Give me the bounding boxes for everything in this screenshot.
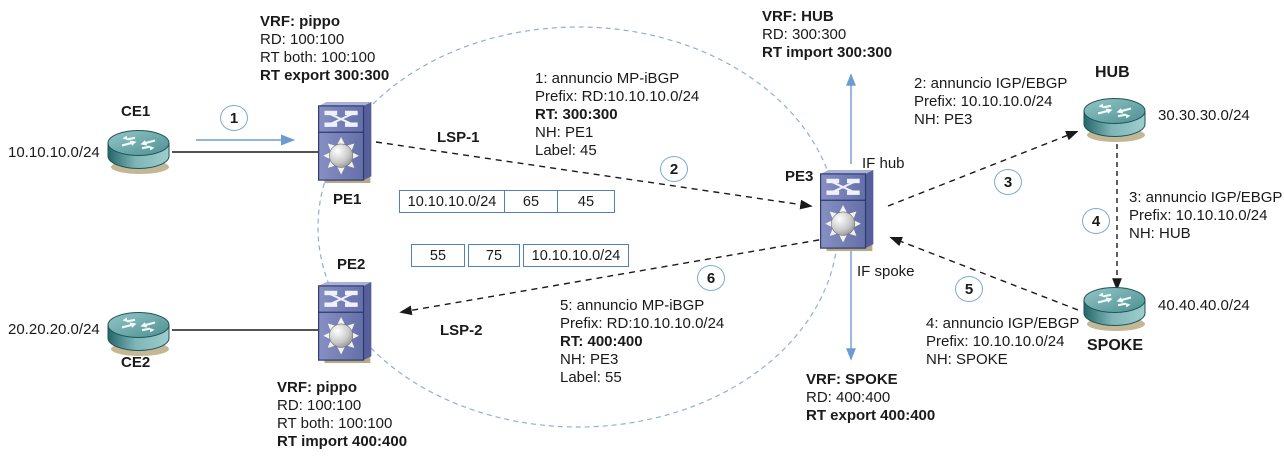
step-circle-4: 4 [1082, 208, 1110, 234]
a5-rt: RT: 400:400 [560, 333, 643, 350]
announcement-4: 4: annuncio IGP/EBGP Prefix: 10.10.10.0/… [926, 315, 1079, 369]
pe2-switch-icon [314, 281, 374, 365]
arrow-pe3-hub [887, 130, 1079, 207]
ce2-router-icon [104, 309, 172, 357]
pe3-label: PE3 [785, 168, 814, 185]
step-circle-6: 6 [697, 265, 725, 291]
vrf-hub-rd: RD: 300:300 [762, 26, 847, 43]
vrf-pe2-title: VRF: pippo [277, 379, 357, 396]
ce1-subnet-label: 10.10.10.0/24 [8, 144, 100, 161]
hub-label: HUB [1095, 64, 1130, 81]
pe3-if-spoke-label: IF spoke [857, 263, 915, 280]
stack1-vpn-label-cell: 45 [557, 190, 615, 213]
a5-label: Label: 55 [560, 369, 622, 386]
pe1-switch-icon [314, 101, 374, 185]
arrow-spoke-pe3 [889, 236, 1079, 311]
vrf-block-pe1: VRF: pippo RD: 100:100 RT both: 100:100 … [260, 13, 389, 85]
a3-nh: NH: HUB [1129, 225, 1191, 242]
hub-router-icon [1080, 95, 1148, 143]
a1-prefix: Prefix: RD:10.10.10.0/24 [535, 88, 700, 105]
label-stack-lsp2: 55 75 10.10.10.0/24 [411, 244, 629, 267]
label-stack-lsp1: 10.10.10.0/24 65 45 [399, 190, 615, 213]
a2-nh: NH: PE3 [914, 111, 973, 128]
vrf-block-hub: VRF: HUB RD: 300:300 RT import 300:300 [762, 8, 892, 62]
vrf-pe2-rd: RD: 100:100 [277, 397, 362, 414]
pe3-if-hub-label: IF hub [862, 155, 905, 172]
ce1-router-icon [104, 127, 172, 175]
lsp2-label: LSP-2 [440, 322, 483, 339]
a3-title: 3: annuncio IGP/EBGP [1129, 189, 1283, 206]
step-circle-5: 5 [955, 276, 983, 302]
stack2-vpn-label-cell: 55 [411, 244, 465, 267]
announcement-2: 2: annuncio IGP/EBGP Prefix: 10.10.10.0/… [914, 75, 1067, 129]
vrf-block-spoke: VRF: SPOKE RD: 400:400 RT export 400:400 [806, 371, 935, 425]
vrf-pe1-rd: RD: 100:100 [260, 31, 345, 48]
spoke-router-icon [1080, 284, 1148, 332]
a4-prefix: Prefix: 10.10.10.0/24 [926, 333, 1065, 350]
a1-title: 1: annuncio MP-iBGP [535, 70, 680, 87]
stack1-transport-label-cell: 65 [503, 190, 559, 213]
a2-title: 2: annuncio IGP/EBGP [914, 75, 1068, 92]
step-circle-1: 1 [220, 105, 248, 131]
step-circle-2: 2 [660, 156, 688, 182]
a1-label: Label: 45 [535, 142, 597, 159]
pe2-label: PE2 [337, 256, 366, 273]
vrf-spoke-rd: RD: 400:400 [806, 389, 891, 406]
announcement-3: 3: annuncio IGP/EBGP Prefix: 10.10.10.0/… [1129, 189, 1282, 243]
a5-title: 5: annuncio MP-iBGP [560, 297, 705, 314]
pe3-switch-icon [816, 169, 876, 253]
ce2-subnet-label: 20.20.20.0/24 [8, 321, 100, 338]
a4-title: 4: annuncio IGP/EBGP [926, 315, 1080, 332]
vrf-spoke-title: VRF: SPOKE [806, 371, 898, 388]
vrf-pe1-title: VRF: pippo [260, 13, 340, 30]
vrf-block-pe2: VRF: pippo RD: 100:100 RT both: 100:100 … [277, 379, 407, 451]
a3-prefix: Prefix: 10.10.10.0/24 [1129, 207, 1268, 224]
step-circle-3: 3 [994, 169, 1022, 195]
a2-prefix: Prefix: 10.10.10.0/24 [914, 93, 1053, 110]
hub-subnet-label: 30.30.30.0/24 [1158, 107, 1250, 124]
vrf-hub-rt-import: RT import 300:300 [762, 44, 893, 61]
a5-prefix: Prefix: RD:10.10.10.0/24 [560, 315, 725, 332]
a1-rt: RT: 300:300 [535, 106, 618, 123]
spoke-subnet-label: 40.40.40.0/24 [1158, 297, 1250, 314]
announcement-1: 1: annuncio MP-iBGP Prefix: RD:10.10.10.… [535, 70, 699, 160]
lsp1-label: LSP-1 [437, 129, 480, 146]
vrf-pe1-rt-export: RT export 300:300 [260, 67, 390, 84]
vrf-pe1-rt-both: RT both: 100:100 [260, 49, 376, 66]
pe1-label: PE1 [333, 191, 362, 208]
a1-nh: NH: PE1 [535, 124, 594, 141]
vrf-pe2-rt-import: RT import 400:400 [277, 433, 408, 450]
announcement-5: 5: annuncio MP-iBGP Prefix: RD:10.10.10.… [560, 297, 724, 387]
lsp1-arrow-pe1-pe3 [375, 141, 813, 210]
ce2-label: CE2 [121, 354, 151, 371]
vrf-spoke-rt-export: RT export 400:400 [806, 407, 936, 424]
stack1-prefix-cell: 10.10.10.0/24 [399, 190, 505, 213]
vrf-hub-title: VRF: HUB [762, 8, 834, 25]
stack2-prefix-cell: 10.10.10.0/24 [523, 244, 629, 267]
stack2-transport-label-cell: 75 [468, 244, 520, 267]
a5-nh: NH: PE3 [560, 351, 619, 368]
ce1-label: CE1 [121, 103, 151, 120]
spoke-label: SPOKE [1087, 337, 1144, 354]
a4-nh: NH: SPOKE [926, 351, 1008, 368]
vrf-pe2-rt-both: RT both: 100:100 [277, 415, 393, 432]
